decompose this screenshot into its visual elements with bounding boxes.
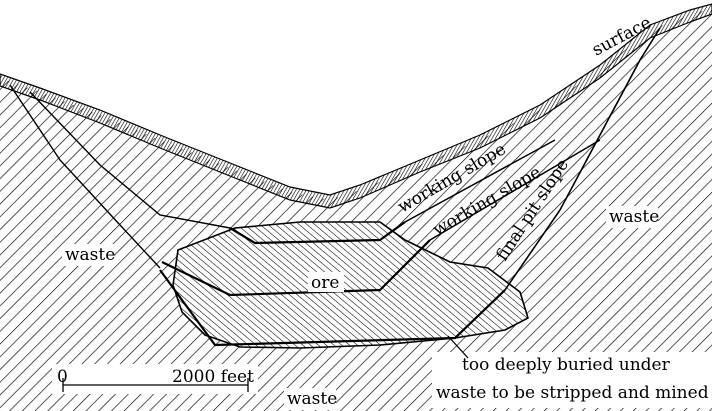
note-leader-line	[447, 335, 469, 359]
working-slope-line-1	[404, 139, 556, 223]
bench-line-middle	[161, 239, 431, 297]
note-label-line-2: waste to be stripped and mined	[436, 383, 709, 403]
left-pit-wall-inner	[29, 91, 231, 229]
waste-bottom-label-bg	[284, 388, 336, 410]
scale-bar-end-label: 2000 feet	[172, 367, 254, 387]
waste-bottom-label: waste	[287, 389, 337, 409]
scale-bar: 0 2000 feet	[57, 367, 254, 392]
scale-bar-start-label: 0	[57, 367, 68, 387]
waste-left-label: waste	[65, 245, 115, 265]
working-slope-line-2	[429, 139, 601, 241]
note-label-bg	[432, 352, 712, 408]
waste-rock-body	[0, 8, 712, 411]
surface-soil-band	[0, 3, 712, 209]
note-label-line-1: too deeply buried under	[462, 355, 671, 375]
left-pit-wall-outer	[9, 84, 161, 269]
ore-hatch-fill	[173, 222, 528, 348]
waste-left-label-bg	[62, 244, 114, 266]
waste-right-label: waste	[609, 207, 659, 227]
final-pit-slope-line	[454, 27, 661, 339]
ore-label: ore	[311, 273, 339, 293]
scale-bar-bg	[52, 364, 258, 394]
ore-label-bg	[308, 272, 344, 292]
bench-line-upper	[229, 221, 406, 245]
waste-right-label-bg	[606, 206, 658, 228]
